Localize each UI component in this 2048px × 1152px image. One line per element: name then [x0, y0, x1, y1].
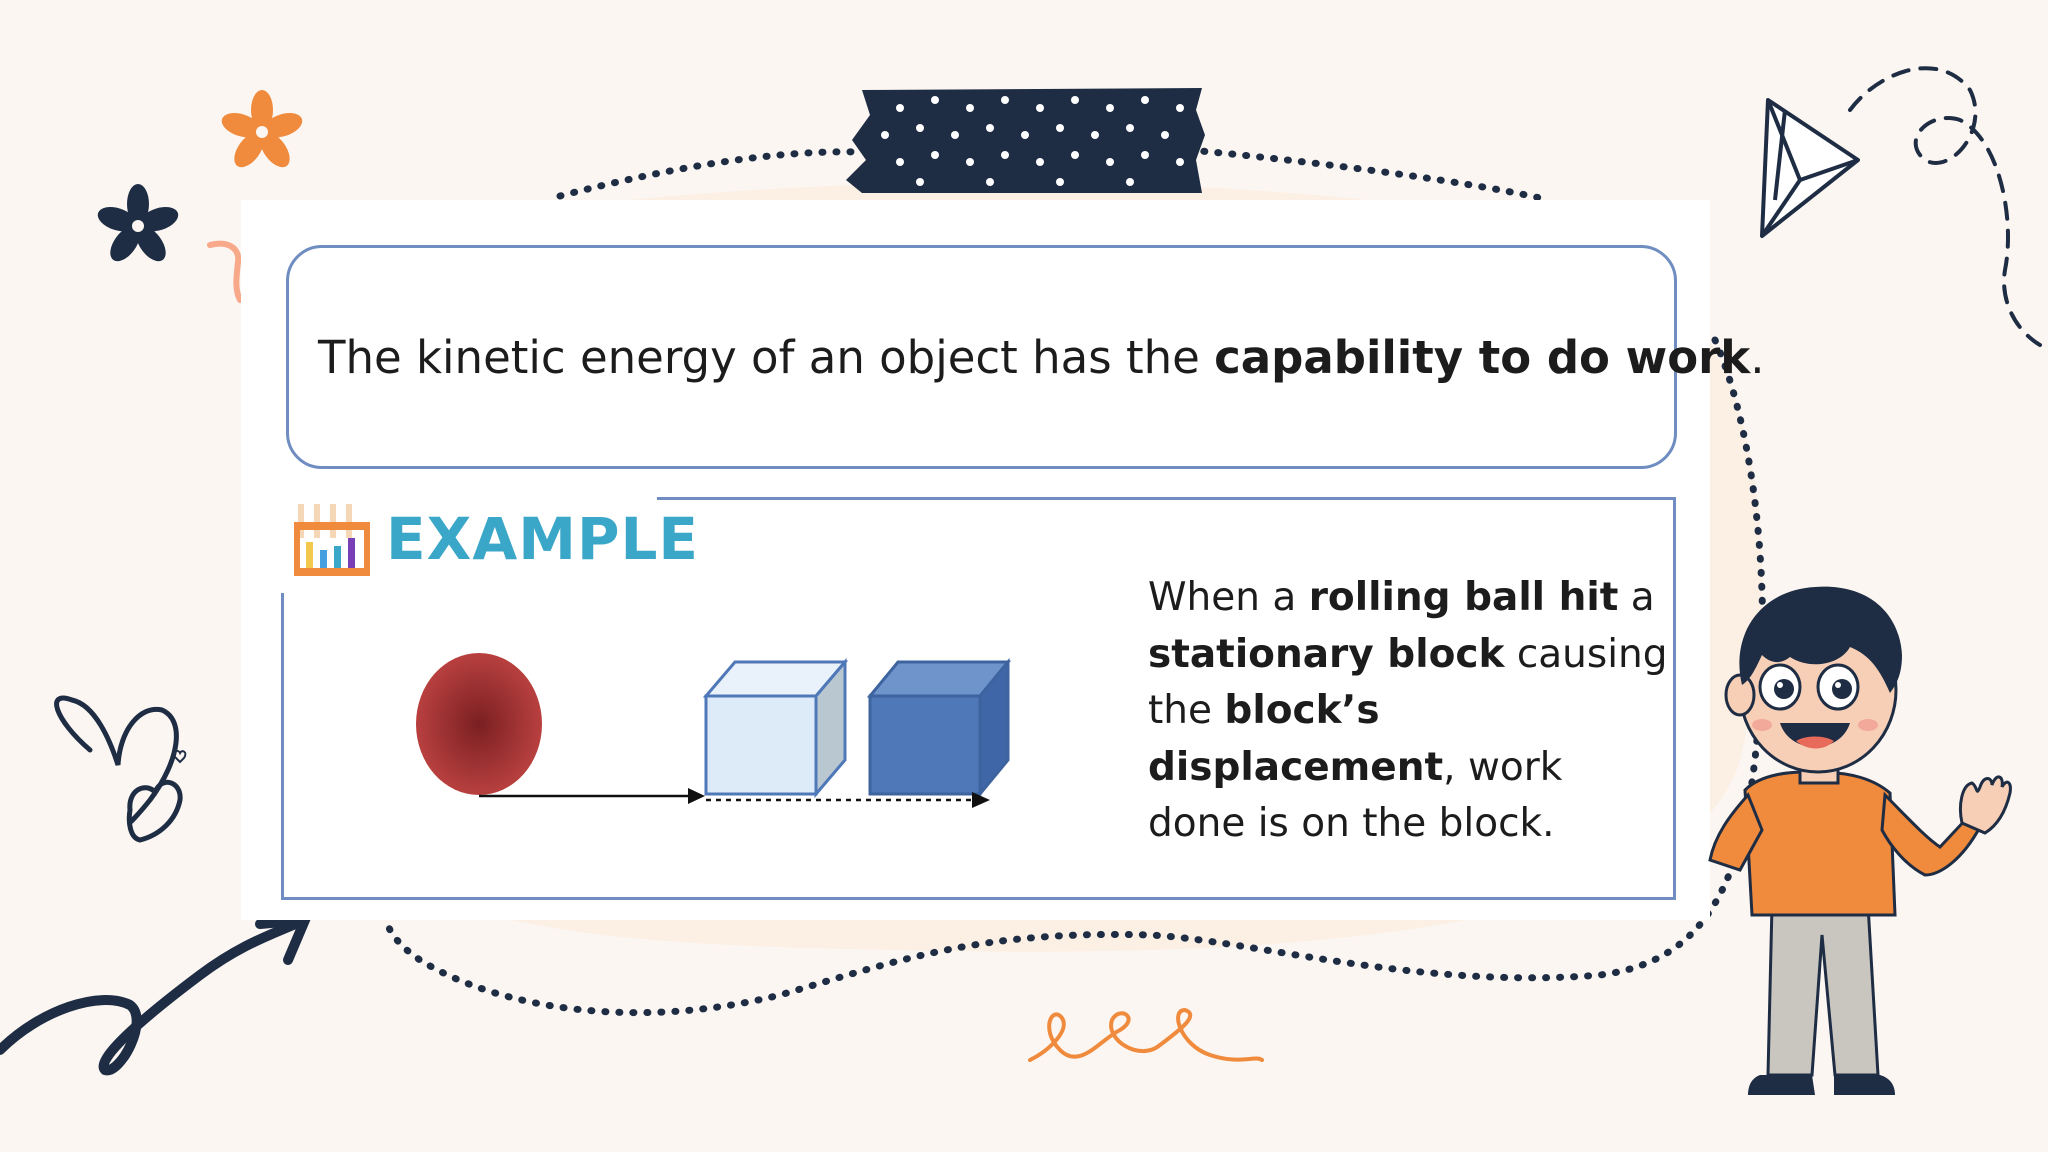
loop-doodle-icon — [1028, 1007, 1264, 1062]
rolling-ball — [416, 653, 542, 795]
displaced-block — [866, 657, 1012, 799]
arrow-doodle-icon — [0, 914, 313, 1076]
definition-box — [286, 245, 1677, 469]
flower-icon — [97, 184, 179, 262]
heart-doodle-icon — [54, 695, 187, 843]
tape-icon — [846, 88, 1205, 193]
boy-character — [1708, 586, 2012, 1095]
example-title: EXAMPLE — [386, 505, 700, 573]
flower-icon — [221, 90, 303, 168]
stationary-block — [702, 657, 849, 799]
example-header — [279, 493, 657, 593]
collision-diagram — [416, 653, 1012, 808]
example-description: When a rolling ball hit a stationary blo… — [1148, 575, 1668, 846]
waving-hand — [1958, 775, 2012, 835]
paper-plane-icon — [1760, 98, 1860, 238]
definition-text: The kinetic energy of an object has the … — [318, 331, 1765, 384]
test-tubes-icon — [294, 504, 370, 576]
dashed-trail — [1848, 66, 2042, 347]
